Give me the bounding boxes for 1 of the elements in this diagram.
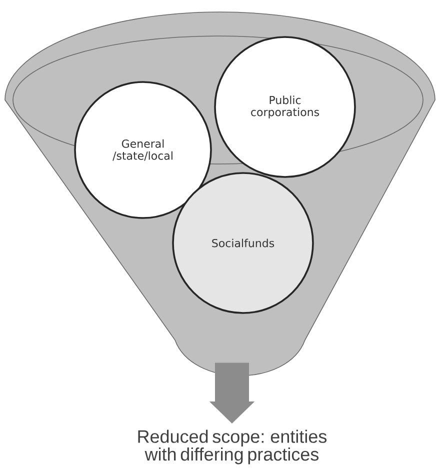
caption-text: Reduced scope: entities with differing practices [138,430,327,464]
